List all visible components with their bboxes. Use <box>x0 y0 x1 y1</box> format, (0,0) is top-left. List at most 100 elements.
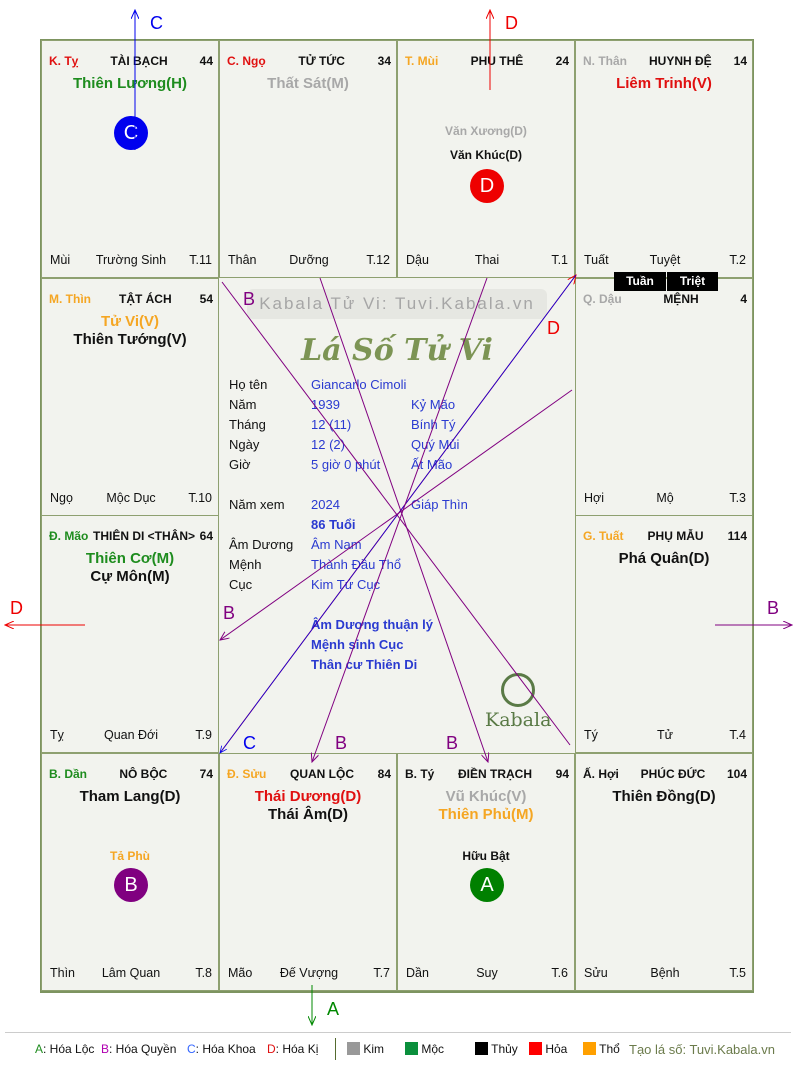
life-stage: Quan Đới <box>103 728 159 742</box>
info-canchi: Kỷ Mão <box>411 397 456 412</box>
info-label: Họ tên <box>229 377 268 392</box>
month: T.3 <box>729 490 746 505</box>
palace-name: QUAN LỘC <box>290 766 354 781</box>
info-value: Thành Đầu Thổ <box>311 557 402 572</box>
hoa-badge: C <box>114 116 148 150</box>
dai-han-number: 64 <box>199 529 213 543</box>
branch: Tỵ <box>50 728 64 742</box>
info-value: Kim Tứ Cục <box>311 577 381 592</box>
dai-han-number: 104 <box>726 766 747 781</box>
main-star: Phá Quân(D) <box>618 550 710 567</box>
can-chi: B. Dần <box>49 766 88 781</box>
can-chi: B. Tý <box>405 766 435 781</box>
main-star: Thái Dương(D) <box>254 787 362 805</box>
palace-name: HUYNH ĐỆ <box>648 54 712 68</box>
main-star: Thiên Cơ(M) <box>85 550 175 567</box>
can-chi: Ấ. Hợi <box>583 766 619 781</box>
legend-element: Hỏa <box>529 1042 567 1056</box>
info-row: Âm Dương Âm Nam <box>229 537 559 555</box>
info-label: Năm xem <box>229 497 285 512</box>
center-info-panel: Kabala Tử Vi: Tuvi.Kabala.vn Lá Số Tử Vi… <box>219 277 575 753</box>
palace-name: PHU THÊ <box>470 54 524 68</box>
month: T.10 <box>188 490 212 505</box>
color-swatch-icon <box>347 1042 360 1055</box>
month: T.8 <box>195 965 212 980</box>
palace-name: PHÚC ĐỨC <box>640 766 706 781</box>
color-swatch-icon <box>475 1042 488 1055</box>
month: T.5 <box>729 965 746 980</box>
main-star: Liêm Trinh(V) <box>616 75 712 92</box>
info-value: Giancarlo Cimoli <box>311 377 407 392</box>
life-stage: Tuyệt <box>649 253 681 267</box>
arrow-label: D <box>505 13 518 33</box>
site-link[interactable]: Tạo lá số: Tuvi.Kabala.vn <box>629 1042 775 1057</box>
watermark: Kabala Tử Vi: Tuvi.Kabala.vn <box>247 289 547 319</box>
life-stage: Lâm Quan <box>101 965 161 980</box>
palace-name: THIÊN DI <THÂN> <box>92 529 195 543</box>
info-canchi: Quý Mùi <box>411 437 460 452</box>
life-stage: Đế Vượng <box>279 965 339 980</box>
info-label: Giờ <box>229 457 251 472</box>
info-label: Năm <box>229 397 257 412</box>
palace-name: TÀI BẠCH <box>110 54 168 68</box>
main-star: Vũ Khúc(V) <box>445 787 527 805</box>
info-value: 12 (11) <box>311 417 352 432</box>
branch: Dần <box>406 965 429 980</box>
life-stage: Mộc Dục <box>106 490 156 505</box>
minor-star: Tả Phù <box>109 848 150 863</box>
main-star: Thái Âm(D) <box>268 805 348 823</box>
legend-hoa: D: Hóa Kị <box>267 1042 319 1056</box>
life-stage: Dưỡng <box>289 253 329 267</box>
kabala-logo: Kabala <box>485 673 551 731</box>
minor-star: Văn Khúc(D) <box>450 148 522 162</box>
can-chi: G. Tuất <box>583 529 624 543</box>
dai-han-number: 24 <box>555 54 569 68</box>
info-note: Âm Dương thuận lý <box>311 617 433 632</box>
month: T.9 <box>195 728 212 742</box>
info-label: Tháng <box>229 417 266 432</box>
chart-board: Kabala Tử Vi: Tuvi.Kabala.vn Lá Số Tử Vi… <box>40 39 754 993</box>
legend-hoa: B: Hóa Quyền <box>101 1042 177 1056</box>
palace-name: PHỤ MẪU <box>647 529 704 543</box>
legend-element: Thủy <box>475 1042 518 1056</box>
dai-han-number: 114 <box>727 529 747 543</box>
branch: Mão <box>228 965 253 980</box>
main-star: Thiên Đồng(D) <box>612 787 716 805</box>
info-row: 86 Tuổi <box>229 517 559 535</box>
legend-element: Thổ <box>583 1042 620 1056</box>
month: T.2 <box>729 253 746 267</box>
main-star: Thất Sát(M) <box>267 75 349 92</box>
info-label: Ngày <box>229 437 260 452</box>
dai-han-number: 34 <box>377 54 391 68</box>
arrow-label: D <box>10 598 23 618</box>
info-value: Âm Nam <box>311 537 362 552</box>
palace-name: NÔ BỘC <box>119 766 168 781</box>
main-star: Thiên Phủ(M) <box>438 805 534 823</box>
palace-name: TỬ TỨC <box>298 54 345 68</box>
info-label: Âm Dương <box>229 537 294 552</box>
minor-star: Hữu Bật <box>462 848 510 863</box>
hoa-badge: A <box>470 867 504 902</box>
legend-element: Mộc <box>405 1042 444 1056</box>
main-star: Thiên Tướng(V) <box>73 330 187 348</box>
life-stage: Thai <box>474 253 500 267</box>
main-star: Thiên Lương(H) <box>72 75 187 92</box>
branch: Hợi <box>584 490 605 505</box>
info-row: Họ tên Giancarlo Cimoli <box>229 377 559 395</box>
